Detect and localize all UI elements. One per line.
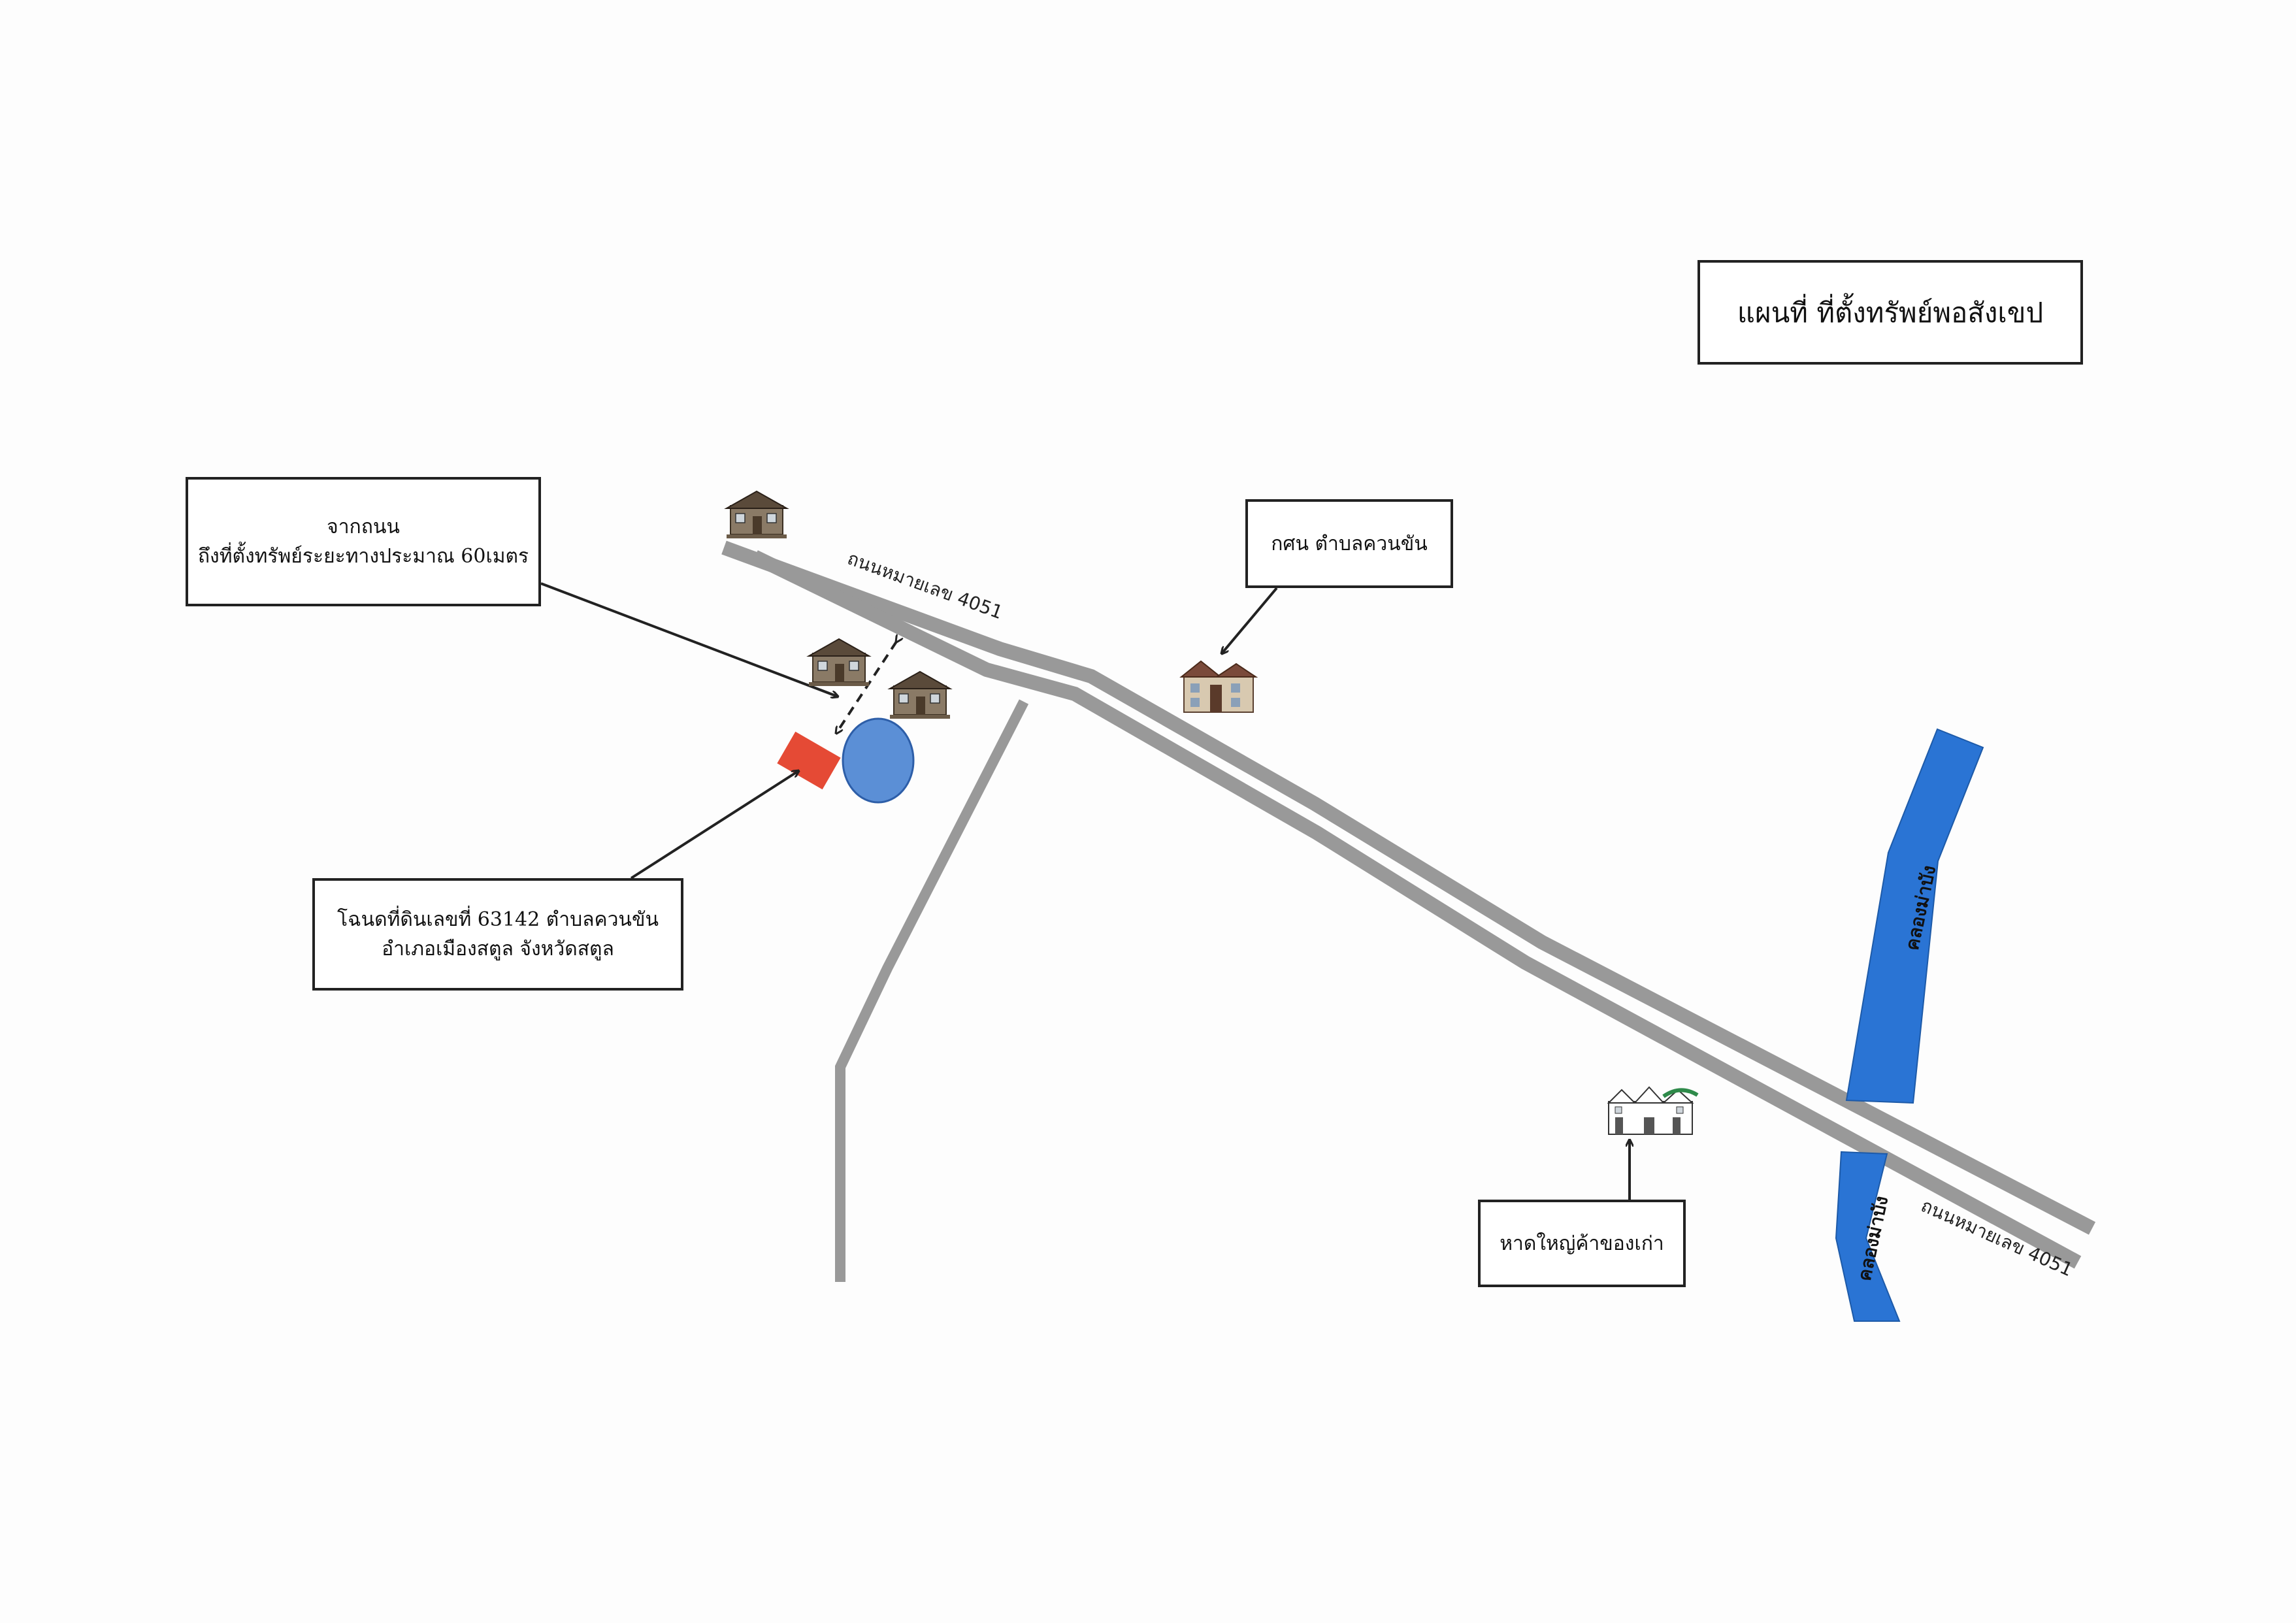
property-plot [777, 731, 841, 790]
distance-note-line2: ถึงที่ตั้งทรัพย์ระยะทางประมาณ 60เมตร [197, 545, 529, 568]
deed-note-line2: อำเภอเมืองสตูล จังหวัดสตูล [382, 938, 614, 960]
school-label: กศน ตำบลควนขัน [1271, 532, 1428, 555]
house-icon [726, 491, 787, 539]
school-pointer [1222, 587, 1278, 653]
school-building-icon [1179, 660, 1258, 713]
distance-note-box: จากถนน ถึงที่ตั้งทรัพย์ระยะทางประมาณ 60เ… [186, 477, 541, 606]
house-icon [808, 638, 870, 687]
distance-note-line1: จากถนน [327, 516, 400, 538]
school-label-box: กศน ตำบลควนขัน [1245, 499, 1453, 588]
shop-label-box: หาดใหญ่ค้าของเก่า [1478, 1200, 1686, 1287]
house-icon [889, 671, 951, 719]
distance-arrow [836, 642, 896, 733]
shop-building-icon [1607, 1086, 1699, 1135]
main-road-4051 [721, 540, 2096, 1269]
shop-label: หาดใหญ่ค้าของเก่า [1500, 1232, 1664, 1255]
deed-note-box: โฉนดที่ดินเลขที่ 63142 ตำบลควนขัน อำเภอเ… [312, 878, 683, 991]
map-title-box: แผนที่ ที่ตั้งทรัพย์พอสังเขป [1697, 260, 2083, 365]
map-title: แผนที่ ที่ตั้งทรัพย์พอสังเขป [1737, 296, 2044, 329]
side-road [835, 699, 1029, 1282]
pond [842, 717, 915, 804]
deed-note-line1: โฉนดที่ดินเลขที่ 63142 ตำบลควนขัน [337, 908, 659, 931]
distance-note-pointer [540, 582, 838, 697]
deed-pointer [630, 771, 798, 879]
canal [1835, 728, 1984, 1322]
